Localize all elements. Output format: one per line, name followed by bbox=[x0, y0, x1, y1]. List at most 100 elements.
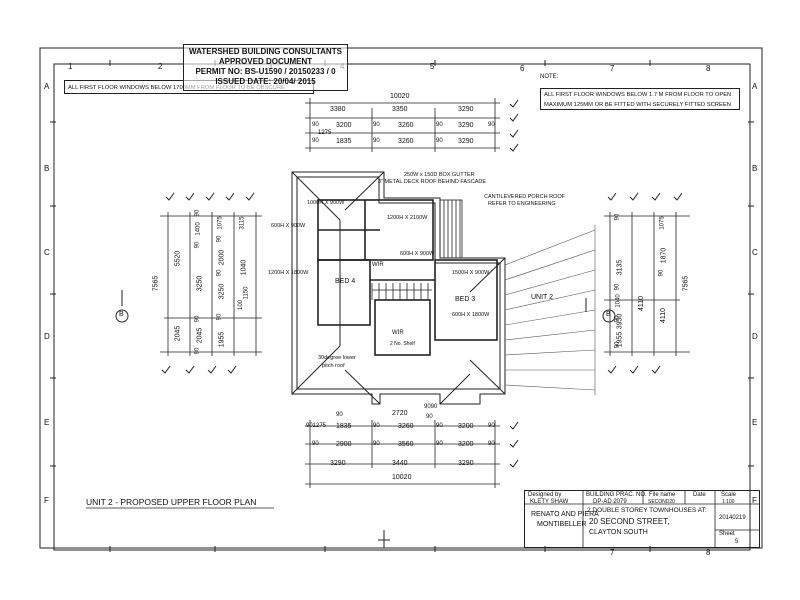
dim-left-total: 7565 bbox=[152, 275, 160, 292]
dim-bot-r2-6: 90 bbox=[488, 441, 495, 447]
note-lower-roof-1: 30degree lower bbox=[318, 355, 356, 361]
grid-row-e-right: E bbox=[752, 418, 758, 427]
dim-bot-r2-3: 3560 bbox=[398, 441, 414, 448]
dim-bot-r1a-2: 9090 bbox=[424, 404, 438, 410]
tb-project-3: CLAYTON SOUTH bbox=[589, 529, 648, 536]
tb-sheet-label: Sheet bbox=[719, 531, 735, 537]
inner-frame bbox=[53, 63, 751, 551]
tb-client-1: RENATO AND PIERA bbox=[531, 511, 599, 518]
title-block: Designed by KLETY SHAW BUILDING PRAC. NO… bbox=[524, 490, 760, 548]
dim-left-c2: 2000 bbox=[218, 249, 226, 266]
unit2-roof-lines bbox=[504, 225, 596, 395]
dim-top-r3-4: 90 bbox=[436, 122, 443, 128]
dim-top-r4-5: 3290 bbox=[458, 138, 474, 145]
dim-bot-r1-2: 90 bbox=[373, 423, 380, 429]
dim-left-b1: 1400 bbox=[195, 222, 202, 236]
section-markers bbox=[115, 290, 616, 548]
dim-right-c0: 4110 bbox=[660, 307, 668, 324]
tb-project-2: 20 SECOND STREET, bbox=[589, 517, 670, 526]
tb-file: SECOND20 bbox=[648, 499, 675, 505]
room-bed3: BED 3 bbox=[455, 296, 476, 303]
window-label-2: 600H X 900W bbox=[271, 223, 306, 229]
grid-col-6: 6 bbox=[520, 64, 525, 73]
tb-prac: DP-AD 2079 bbox=[593, 499, 627, 505]
grid-col-2: 2 bbox=[158, 62, 163, 71]
left-dimensions bbox=[160, 212, 262, 356]
tb-scale: 1:100 bbox=[722, 499, 735, 505]
dim-top-r3-0: 90 bbox=[312, 122, 319, 128]
tb-file-label: File name bbox=[649, 492, 676, 498]
bottom-dimensions bbox=[305, 420, 500, 488]
dim-right-b2: 90 bbox=[614, 283, 621, 291]
grid-row-d-right: D bbox=[752, 332, 758, 341]
staircase bbox=[371, 283, 432, 300]
dim-right-a2: 90 bbox=[658, 269, 665, 277]
window-label-3: 1200H X 2100W bbox=[387, 215, 428, 221]
grid-col-8: 8 bbox=[706, 64, 711, 73]
dim-bot-r1a-0: 90 bbox=[336, 412, 343, 418]
tb-sheet: 5 bbox=[735, 539, 739, 545]
grid-row-a: A bbox=[44, 82, 50, 91]
window-label-7: 600H X 1800W bbox=[452, 312, 490, 318]
dim-top-r3-2: 90 bbox=[373, 122, 380, 128]
note-metal-deck: 3" METAL DECK ROOF BEHIND FASCADE bbox=[378, 179, 486, 185]
grid-col-7: 7 bbox=[610, 64, 615, 73]
dim-right-b4: 3930 bbox=[616, 313, 624, 330]
check-marks bbox=[161, 99, 683, 468]
dim-top-r4-3: 3260 bbox=[398, 138, 414, 145]
dim-bot-r2-1: 2900 bbox=[336, 441, 352, 448]
section-marker-left: B bbox=[119, 311, 124, 318]
dim-left-c4: 3250 bbox=[218, 283, 226, 300]
note-right-line2: MAXIMUM 125MM OR BE FITTED WITH SECURELY… bbox=[544, 102, 731, 108]
grid-col-5: 5 bbox=[430, 62, 435, 71]
outer-frame bbox=[39, 47, 763, 549]
grid-row-c-right: C bbox=[752, 248, 758, 257]
dim-left-c0: 1075 bbox=[217, 216, 224, 230]
tb-project-1: 2 DOUBLE STOREY TOWNHOUSES AT: bbox=[587, 507, 707, 514]
dim-bot-r2-4: 90 bbox=[436, 441, 443, 447]
note-right: ALL FIRST FLOOR WINDOWS BELOW 1.7 M FROM… bbox=[540, 88, 740, 110]
dim-right-b5: 90 bbox=[614, 341, 621, 349]
dim-top-r3-3: 3260 bbox=[398, 122, 414, 129]
dim-left-c5: 90 bbox=[216, 313, 223, 321]
dim-bot-r3-0: 3290 bbox=[330, 460, 346, 467]
right-dimensions bbox=[604, 212, 690, 356]
room-bed4: BED 4 bbox=[335, 278, 356, 285]
dim-left-a1: 2045 bbox=[174, 325, 182, 342]
tb-scale-label: Scale bbox=[721, 492, 737, 498]
dim-bot-total: 10020 bbox=[392, 474, 412, 481]
dim-right-a3: 4110 bbox=[638, 295, 646, 312]
dim-bot-r1-1: 1835 bbox=[336, 423, 352, 430]
dim-bot-r1-3: 3260 bbox=[398, 423, 414, 430]
dim-right-b3: 1040 bbox=[615, 294, 622, 308]
note-porch-engineering: REFER TO ENGINEERING bbox=[488, 201, 556, 207]
tb-client-2: MONTIBELLER bbox=[537, 521, 587, 528]
dim-bot-r1a-1: 2720 bbox=[392, 410, 408, 417]
dim-left-d3: 1150 bbox=[243, 286, 250, 300]
grid-row-f-right: F bbox=[752, 496, 757, 505]
window-label-5: 1200H X 1800W bbox=[268, 270, 309, 276]
dim-bot-r1-4: 90 bbox=[436, 423, 443, 429]
grid-row-f: F bbox=[44, 496, 49, 505]
stamp-line2: APPROVED DOCUMENT bbox=[218, 57, 313, 66]
note-lower-roof-2: pitch roof bbox=[322, 363, 345, 369]
window-label-6: 1500H X 900W bbox=[452, 270, 490, 276]
room-wir-lower: WIR bbox=[392, 330, 404, 336]
dim-bot-r1-0: 901275 bbox=[306, 423, 327, 429]
dim-left-d0: 3115 bbox=[239, 216, 246, 230]
dim-bot-r1a-3: 90 bbox=[426, 414, 433, 420]
dim-left-b6: 90 bbox=[194, 347, 201, 355]
grid-row-b: B bbox=[44, 164, 50, 173]
dim-top-r3-5: 3290 bbox=[458, 122, 474, 129]
dim-left-b4: 90 bbox=[194, 315, 201, 323]
grid-row-b-right: B bbox=[752, 164, 758, 173]
dim-bot-r1-6: 90 bbox=[488, 423, 495, 429]
dim-left-c6: 1955 bbox=[218, 331, 226, 348]
dim-bot-r2-2: 90 bbox=[373, 441, 380, 447]
dim-top-r2-0: 3380 bbox=[330, 106, 346, 113]
dim-left-b5: 2045 bbox=[196, 327, 204, 344]
dim-left-d2: 100 bbox=[238, 299, 245, 311]
stamp-line4: ISSUED DATE: 20/04/ 2015 bbox=[215, 77, 316, 86]
note-shelf: 2 No. Shelf bbox=[390, 341, 415, 347]
